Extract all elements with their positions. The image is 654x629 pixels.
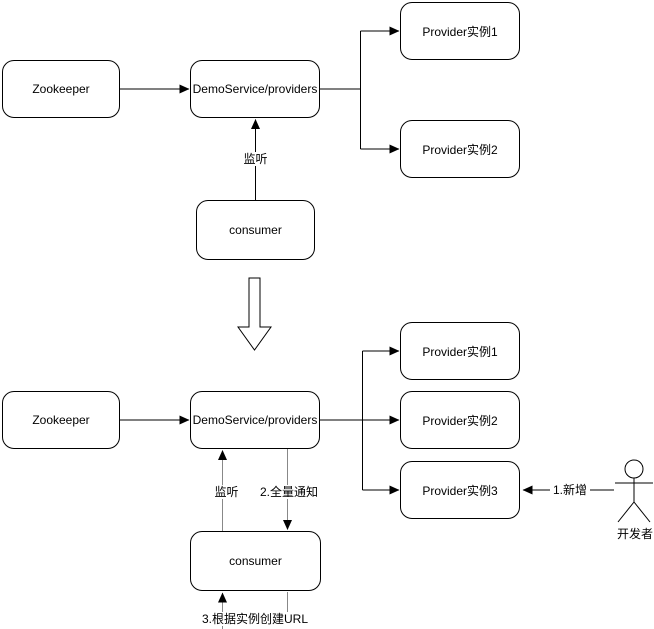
zookeeper-node-top: Zookeeper	[2, 60, 120, 118]
provider1-node-bottom: Provider实例1	[400, 322, 520, 380]
registry-node-bottom: DemoService/providers	[190, 391, 320, 449]
provider2-node-bottom: Provider实例2	[400, 391, 520, 449]
add-edge-label: 1.新增	[550, 483, 590, 497]
consumer-node-top: consumer	[196, 200, 315, 260]
developer-actor-icon	[615, 459, 653, 523]
provider2-node-top: Provider实例2	[400, 120, 520, 178]
consumer-node-bottom: consumer	[190, 531, 321, 591]
create-url-edge-label: 3.根据实例创建URL	[198, 612, 312, 626]
zookeeper-node-bottom: Zookeeper	[2, 391, 120, 449]
listen-edge-label-top: 监听	[240, 152, 271, 166]
developer-label: 开发者	[615, 527, 654, 541]
provider3-node-bottom: Provider实例3	[400, 461, 520, 519]
notify-edge-label: 2.全量通知	[259, 485, 319, 499]
registry-node-top: DemoService/providers	[190, 60, 320, 118]
provider1-node-top: Provider实例1	[400, 2, 520, 60]
listen-edge-label-bottom: 监听	[211, 485, 242, 499]
transition-down-arrow-icon	[237, 277, 272, 351]
